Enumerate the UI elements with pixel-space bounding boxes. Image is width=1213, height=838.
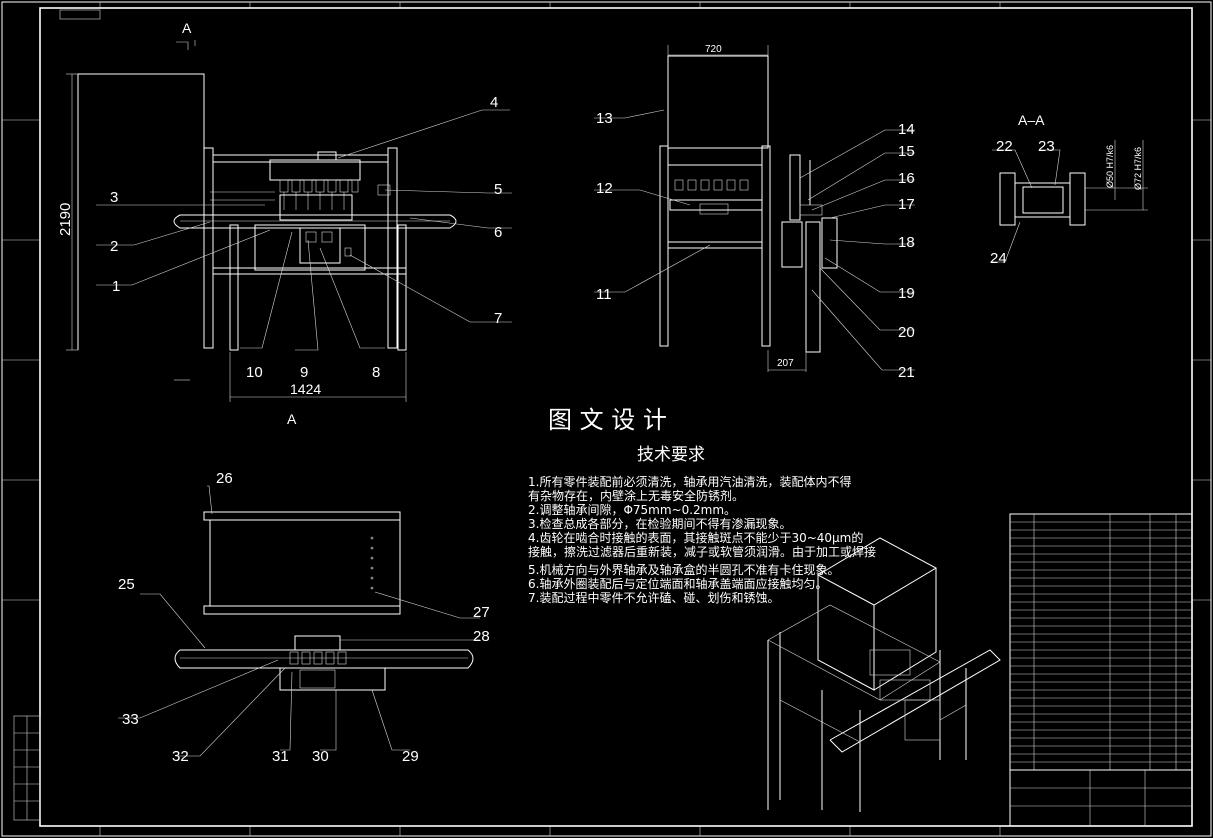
tech-item-8: 6.轴承外圈装配后与定位端面和轴承盖端面应接触均匀。 [528, 576, 827, 591]
balloon-31: 31 [272, 748, 289, 765]
dim-207: 207 [777, 358, 794, 369]
view-label-a-top: A [182, 20, 192, 36]
balloon-22: 22 [996, 138, 1013, 155]
tech-requirements: 技术要求 1.所有零件装配前必须清洗，轴承用汽油清洗，装配体内不得 有杂物存在，… [528, 445, 876, 605]
balloon-8: 8 [372, 364, 380, 381]
balloon-2: 2 [110, 238, 118, 255]
balloon-17: 17 [898, 196, 915, 213]
tech-item-5: 4.齿轮在啮合时接触的表面，其接触斑点不能少于30~40μm的 [528, 530, 863, 545]
balloon-4: 4 [490, 94, 498, 111]
isometric-view [767, 537, 1001, 812]
balloon-12: 12 [596, 180, 613, 197]
fit-72: Ø72 H7/k6 [1133, 147, 1143, 190]
balloon-13: 13 [596, 110, 613, 127]
balloon-11: 11 [596, 286, 612, 303]
balloon-5: 5 [494, 181, 502, 198]
tech-item-3: 2.调整轴承间隙，Φ75mm~0.2mm。 [528, 502, 736, 517]
tech-item-2: 有杂物存在，内壁涂上无毒安全防锈剂。 [528, 488, 744, 503]
balloon-24: 24 [990, 250, 1007, 267]
balloon-7: 7 [494, 310, 502, 327]
balloon-23: 23 [1038, 138, 1055, 155]
balloon-1: 1 [112, 278, 120, 295]
top-view [118, 485, 480, 757]
balloon-14: 14 [898, 121, 915, 138]
side-view: 720 207 [594, 44, 915, 372]
balloon-28: 28 [473, 628, 490, 645]
dim-1424: 1424 [290, 381, 321, 397]
balloon-15: 15 [898, 143, 915, 160]
watermark: 图 文 设 计 [548, 406, 667, 434]
parts-list [1009, 513, 1193, 827]
balloon-16: 16 [898, 170, 915, 187]
dim-2190: 2190 [57, 203, 74, 236]
balloon-26: 26 [216, 470, 233, 487]
tech-requirements-title: 技术要求 [637, 445, 705, 465]
balloon-29: 29 [402, 748, 419, 765]
balloon-19: 19 [898, 285, 915, 302]
dim-720: 720 [705, 44, 722, 55]
balloon-9: 9 [300, 364, 308, 381]
fit-50: Ø50 H7/k6 [1105, 145, 1115, 188]
balloon-30: 30 [312, 748, 329, 765]
tech-item-1: 1.所有零件装配前必须清洗，轴承用汽油清洗，装配体内不得 [528, 474, 851, 489]
balloon-6: 6 [494, 224, 502, 241]
view-label-a-bottom: A [287, 411, 297, 427]
balloon-33: 33 [122, 711, 139, 728]
balloon-3: 3 [110, 189, 118, 206]
front-view: 2190 1424 A A [57, 20, 512, 427]
section-a-a: A–A Ø50 H7/k6 Ø72 H7/k6 [990, 112, 1148, 263]
balloon-18: 18 [898, 234, 915, 251]
tech-item-6: 接触，擦洗过滤器后重新装，减子或软管须润滑。由于加工或焊接 [528, 544, 876, 559]
tech-item-9: 7.装配过程中零件不允许磕、碰、划伤和锈蚀。 [528, 590, 779, 605]
section-label: A–A [1018, 112, 1045, 128]
balloon-27: 27 [473, 604, 490, 621]
tech-item-4: 3.检查总成各部分，在检验期间不得有渗漏现象。 [528, 516, 791, 531]
balloon-21: 21 [898, 364, 915, 381]
balloon-20: 20 [898, 324, 915, 341]
balloon-32: 32 [172, 748, 189, 765]
balloon-10: 10 [246, 364, 263, 381]
tech-item-7: 5.机械方向与外界轴承及轴承盒的半圆孔不准有卡住现象。 [528, 562, 839, 577]
balloon-25: 25 [118, 576, 135, 593]
